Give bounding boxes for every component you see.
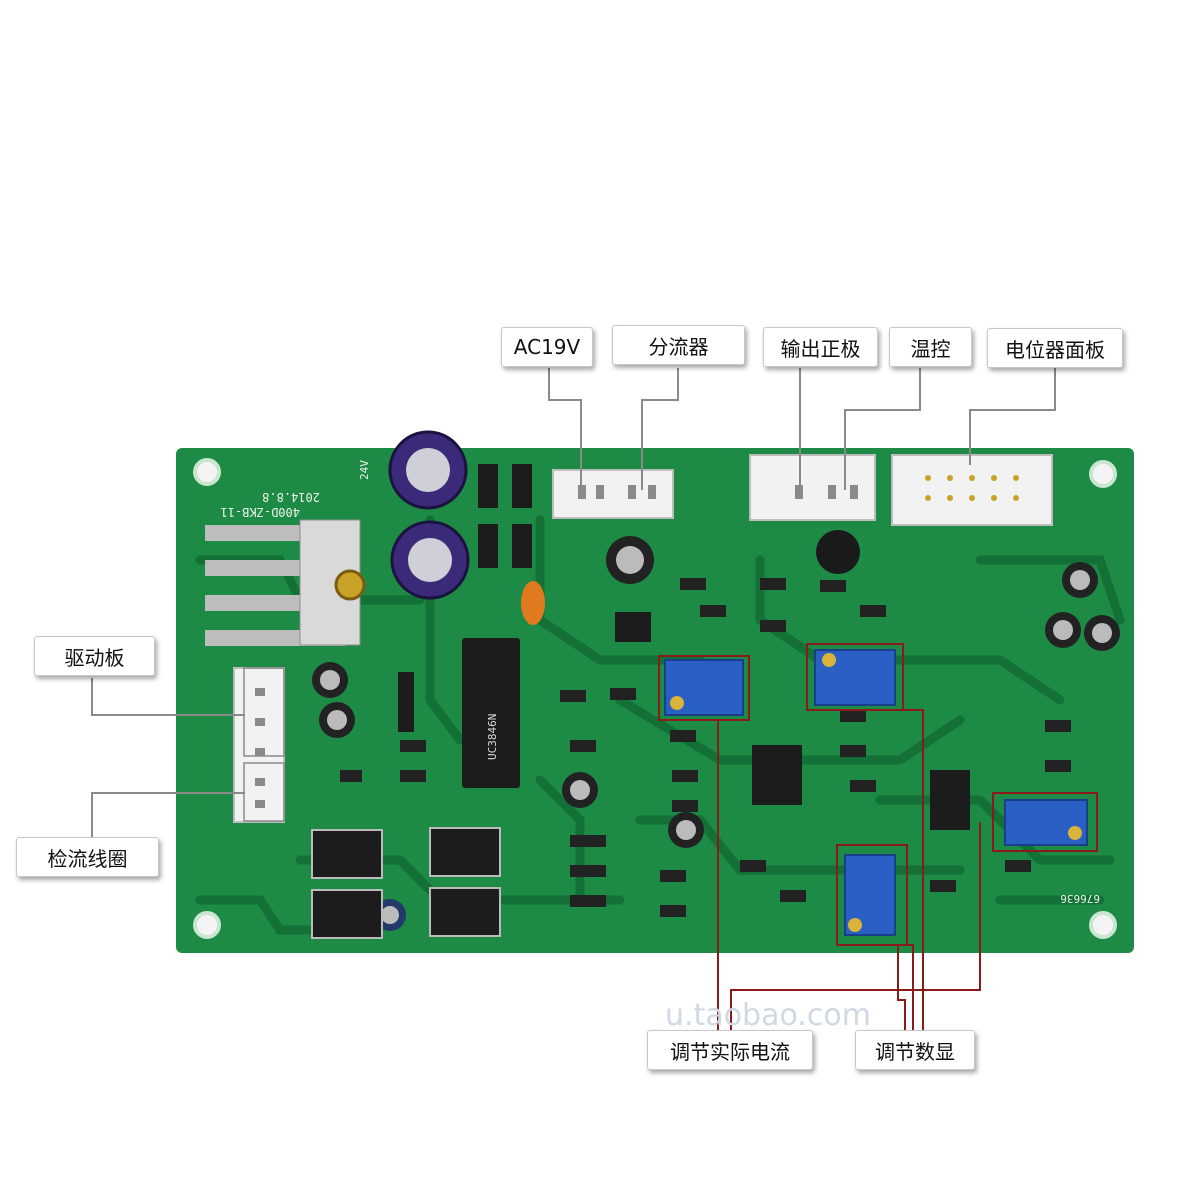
header-pins <box>925 475 1019 501</box>
callout-target-boxes <box>243 667 285 822</box>
callout-potentiometer-panel: 电位器面板 <box>987 328 1123 368</box>
smd-parts <box>340 578 1071 917</box>
ic-chips <box>398 464 970 830</box>
callout-adjust-actual-current: 调节实际电流 <box>647 1030 813 1070</box>
heatsink <box>205 519 366 646</box>
board-model-text: 400D-ZKB-11 <box>221 505 300 519</box>
highlight-boxes <box>658 643 1098 946</box>
connector-pins <box>255 485 858 808</box>
potentiometers <box>664 649 1088 936</box>
callout-output-positive: 输出正极 <box>763 327 878 367</box>
watermark-text: u.taobao.com <box>665 998 871 1033</box>
voltage-text: 24V <box>358 460 371 480</box>
connectors <box>233 454 1053 823</box>
callout-driver-board: 驱动板 <box>34 636 155 676</box>
transistors <box>311 827 501 939</box>
callout-shunt: 分流器 <box>612 325 745 365</box>
callout-adjust-display: 调节数显 <box>855 1030 975 1070</box>
callout-temp-control: 温控 <box>889 327 972 367</box>
grey-leader-lines <box>91 368 1056 838</box>
ic-marking: UC3846N <box>486 714 499 760</box>
callout-current-sensing-coil: 检流线圈 <box>16 837 159 877</box>
callout-ac19v: AC19V <box>501 327 593 367</box>
mounting-holes <box>193 458 1117 939</box>
capacitors <box>312 430 1120 931</box>
board-date-text: 2014.8.8 <box>262 490 320 504</box>
serial-text: 676636 <box>1060 892 1100 905</box>
red-leader-lines <box>717 709 981 1040</box>
